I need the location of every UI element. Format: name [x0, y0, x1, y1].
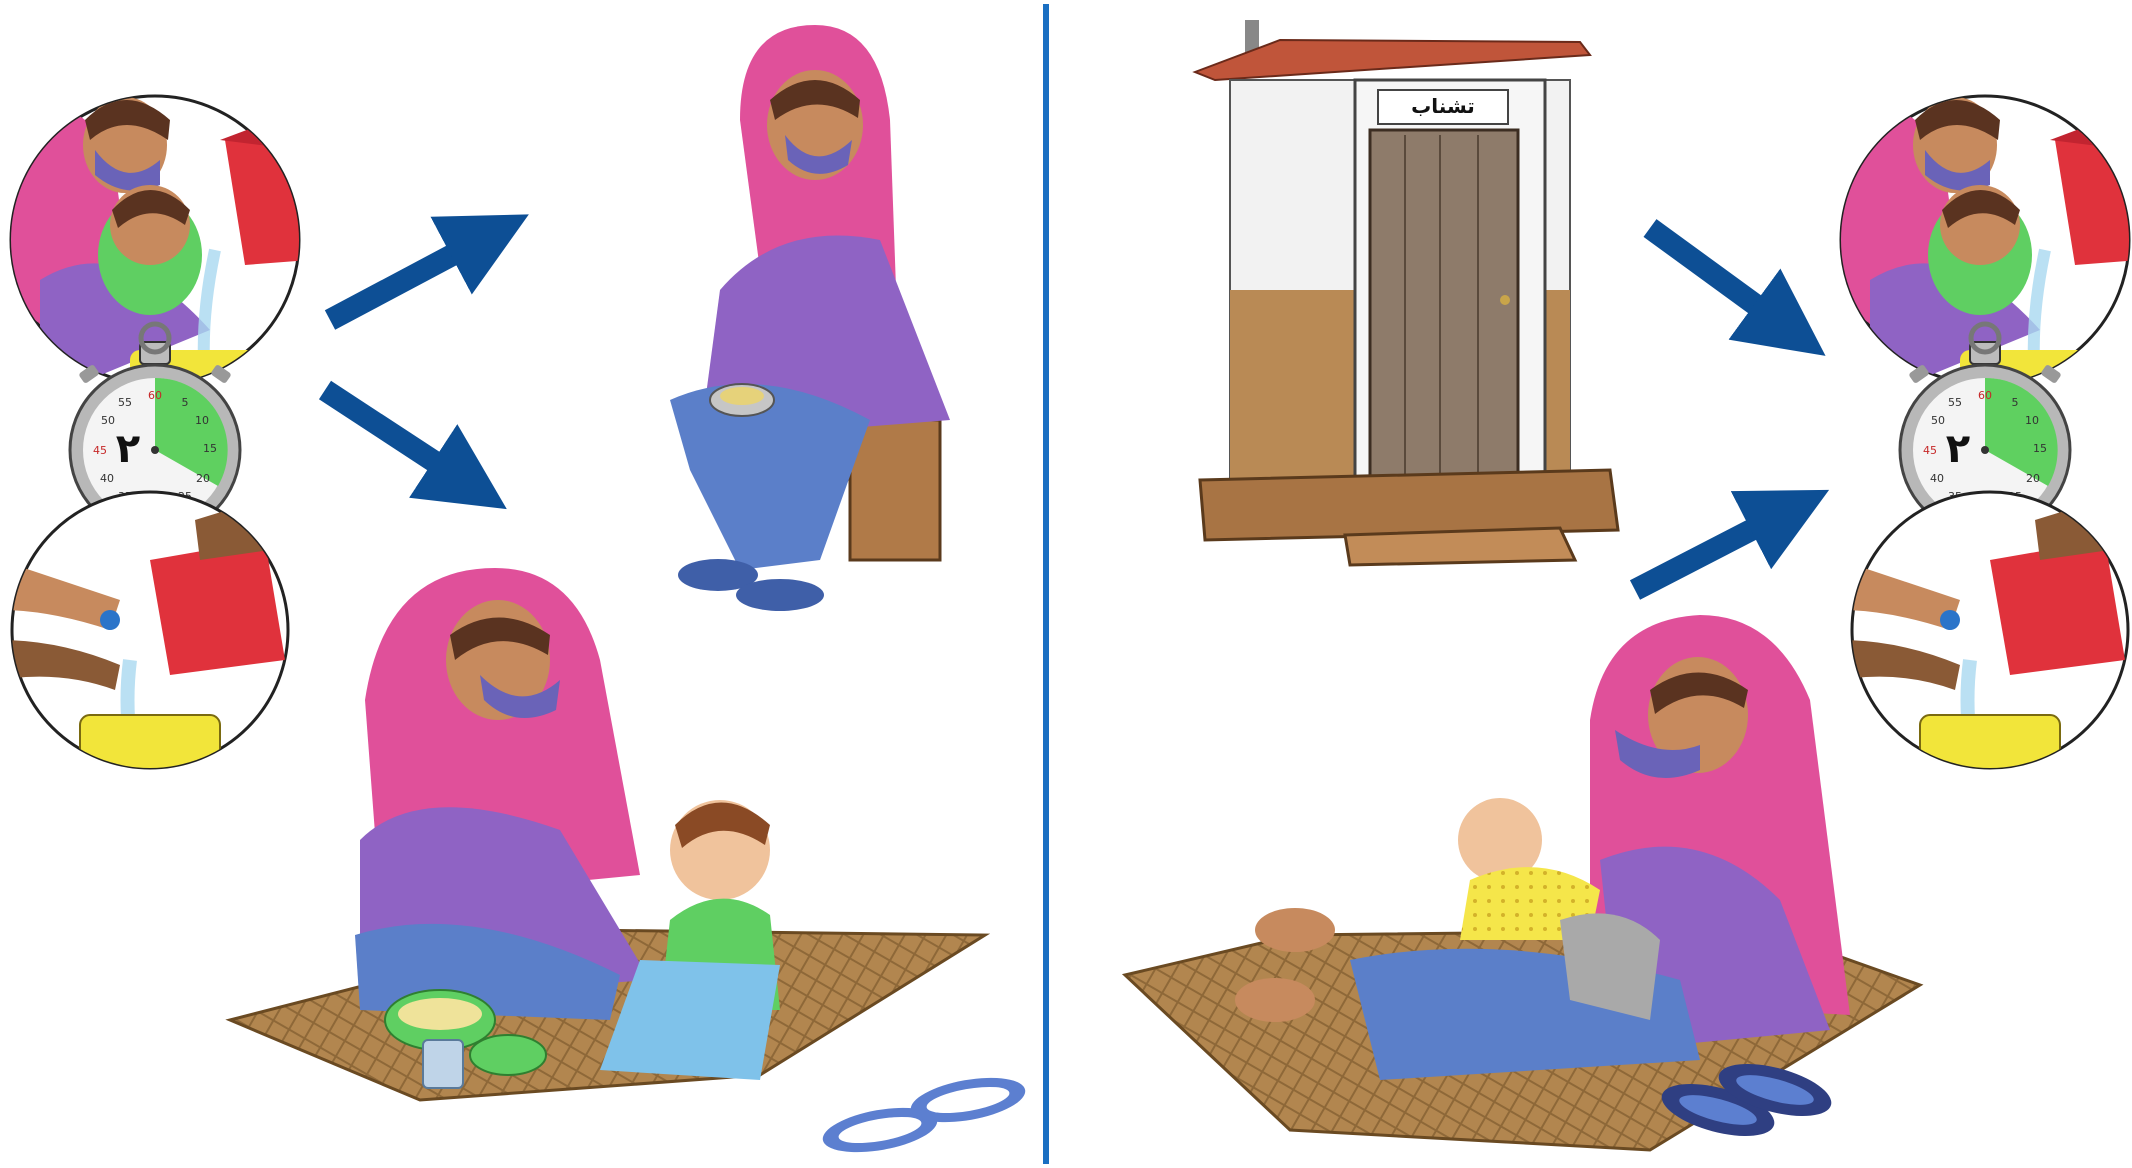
- timer-dial-number: 20: [2026, 472, 2040, 485]
- direction-arrow-icon: [325, 390, 470, 485]
- timer-center-numeral: ۲: [1946, 426, 1970, 472]
- timer-dial-number: 50: [101, 414, 115, 427]
- timer-dial-number: 60: [1978, 389, 1992, 402]
- direction-arrow-icon: [1635, 510, 1790, 590]
- timer-dial-number: 10: [2025, 414, 2039, 427]
- handwashing-jug-icon: [0, 492, 288, 775]
- timer-center-numeral: ۲: [116, 426, 140, 472]
- woman-eating-figure: [670, 25, 950, 611]
- timer-dial-number: 45: [1923, 444, 1937, 457]
- timer-dial-number: 10: [195, 414, 209, 427]
- direction-arrow-icon: [330, 235, 490, 320]
- direction-arrow-icon: [1650, 228, 1790, 330]
- timer-dial-number: 5: [2012, 396, 2019, 409]
- timer-dial-number: 40: [1930, 472, 1944, 485]
- timer-dial-number: 15: [2033, 442, 2047, 455]
- timer-dial-number: 5: [182, 396, 189, 409]
- timer-dial-number: 15: [203, 442, 217, 455]
- timer-dial-number: 55: [1948, 396, 1962, 409]
- handwashing-jug-icon: [1840, 492, 2128, 775]
- timer-dial-number: 60: [148, 389, 162, 402]
- timer-dial-number: 50: [1931, 414, 1945, 427]
- timer-dial-number: 20: [196, 472, 210, 485]
- woman-cleaning-baby-figure: [1125, 615, 1920, 1150]
- timer-dial-number: 55: [118, 396, 132, 409]
- woman-feeding-baby-figure: [230, 568, 985, 1100]
- latrine-icon: [1195, 20, 1618, 565]
- latrine-sign: تشناب: [1411, 94, 1475, 118]
- timer-dial-number: 45: [93, 444, 107, 457]
- timer-dial-number: 40: [100, 472, 114, 485]
- sandals-icon: [819, 1070, 1028, 1160]
